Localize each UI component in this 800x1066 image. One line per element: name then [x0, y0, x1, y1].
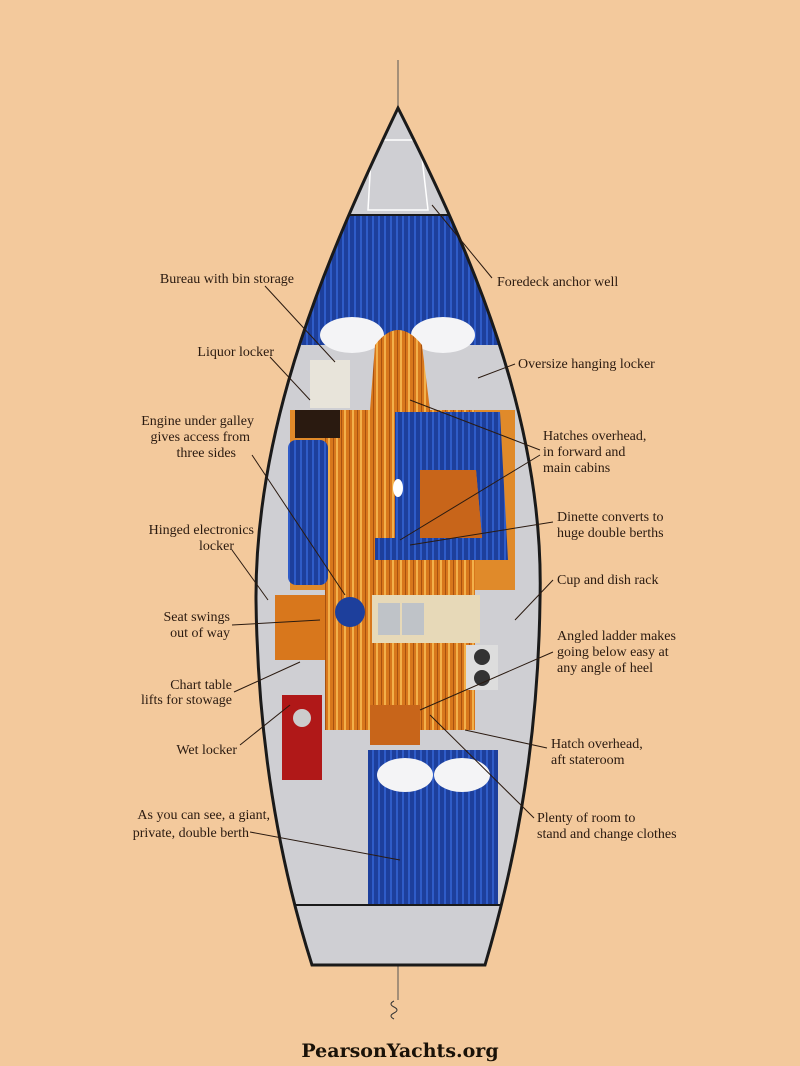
- label-dish-rack: Cup and dish rack: [557, 573, 658, 588]
- label-headroom: stand and change clothes: [537, 827, 677, 842]
- pillow: [320, 317, 384, 353]
- label-wet-locker: Wet locker: [176, 743, 237, 758]
- label-double-berth: private, double berth: [133, 826, 249, 841]
- labels-right: Foredeck anchor well Oversize hanging lo…: [497, 275, 677, 842]
- label-engine: Engine under galley: [141, 414, 254, 429]
- label-liquor-locker: Liquor locker: [197, 345, 274, 360]
- v-berth: [300, 215, 500, 345]
- label-electronics-locker: locker: [199, 539, 234, 554]
- liquor-locker: [295, 410, 340, 438]
- artist-signature: [390, 1000, 398, 1020]
- leader-lines: [231, 204, 554, 861]
- pillow: [411, 317, 475, 353]
- label-dinette: huge double berths: [557, 526, 664, 541]
- footer-site-name: PearsonYachts.org: [301, 1040, 499, 1062]
- dinette: [375, 412, 508, 560]
- label-anchor-well: Foredeck anchor well: [497, 275, 618, 290]
- labels-left: Bureau with bin storage Liquor locker En…: [133, 272, 294, 841]
- label-bureau: Bureau with bin storage: [160, 272, 294, 287]
- label-dinette: Dinette converts to: [557, 510, 664, 525]
- label-ladder: going below easy at: [557, 645, 669, 660]
- wet-locker: [282, 695, 322, 780]
- bureau: [310, 360, 350, 408]
- label-seat-swings: out of way: [170, 626, 230, 641]
- label-hanging-locker: Oversize hanging locker: [518, 357, 655, 372]
- label-seat-swings: Seat swings: [164, 610, 231, 625]
- dinette-table: [420, 470, 482, 538]
- swivel-seat: [335, 597, 365, 627]
- label-hatches: main cabins: [543, 461, 610, 476]
- label-aft-hatch: aft stateroom: [551, 753, 625, 768]
- chart-table: [275, 595, 325, 660]
- hull-outline: [254, 104, 542, 967]
- label-hatches: Hatches overhead,: [543, 429, 646, 444]
- label-double-berth: As you can see, a giant,: [137, 808, 270, 823]
- label-ladder: Angled ladder makes: [557, 629, 676, 644]
- label-chart-table: Chart table: [170, 678, 232, 693]
- label-aft-hatch: Hatch overhead,: [551, 737, 643, 752]
- label-headroom: Plenty of room to: [537, 811, 635, 826]
- label-chart-table: lifts for stowage: [141, 693, 232, 708]
- label-ladder: any angle of heel: [557, 661, 653, 676]
- label-engine: three sides: [177, 446, 236, 461]
- label-engine: gives access from: [150, 430, 250, 445]
- anchor-well: [367, 139, 429, 211]
- label-hatches: in forward and: [543, 445, 625, 460]
- companionway-ladder: [370, 705, 420, 745]
- label-electronics-locker: Hinged electronics: [149, 523, 254, 538]
- settee: [288, 440, 328, 585]
